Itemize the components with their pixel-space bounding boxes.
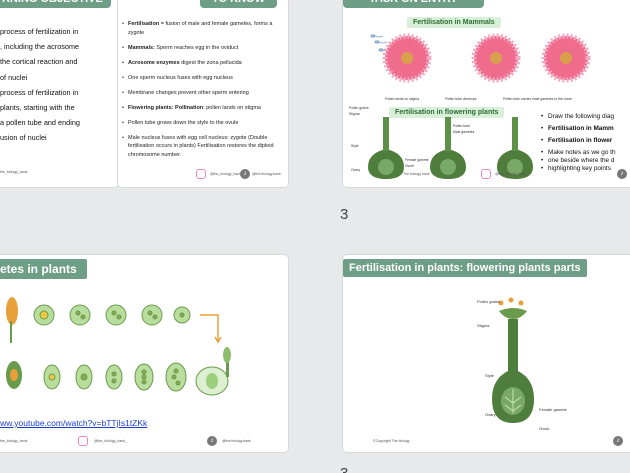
objective-line: of nuclei [0, 72, 28, 82]
footer-handle: @the.biology.bank [222, 439, 251, 443]
slide-footer: ©Copyright The biology ♪ [343, 436, 630, 448]
diagram-label: Ovule [539, 426, 550, 431]
objective-line: a pollen tube and ending [0, 118, 80, 128]
stigma [499, 308, 527, 319]
mature-ovule-icon [195, 366, 229, 396]
footer-handle: the_biology_bank [0, 170, 28, 174]
slide-task-on-entry[interactable]: TASK ON ENTRY Fertilisation in Mammals P… [343, 0, 630, 187]
slide-footer: the_biology_bank [0, 167, 118, 179]
footer-handle: @the_biology_bank_ [94, 439, 127, 443]
tiktok-icon: ♪ [240, 169, 250, 179]
objective-line: , including the acrosome [0, 42, 80, 52]
sperm-cluster-icon [370, 34, 392, 52]
ovule-veins [504, 389, 522, 413]
knowledge-list: Fertilisation = fusion of male and femal… [122, 20, 282, 166]
diagram-label: Ovary [485, 412, 496, 417]
diagram-caption: Pollen tube develops [445, 97, 477, 101]
slide-title: Fertilisation in plants: flowering plant… [343, 259, 587, 277]
diagram-label: Ovule [405, 164, 414, 168]
slide-title: etes in plants [0, 259, 87, 279]
instagram-icon [196, 169, 206, 179]
slide-footer: the_biology_bank @the_biology_bank_ ♪ @t… [0, 436, 288, 448]
egg-cell [471, 33, 521, 83]
diagram-caption: Pollen lands on stigma [385, 97, 420, 101]
anther-icon [6, 297, 18, 343]
diagram-label: Stigma [477, 323, 490, 328]
tiktok-icon: ♪ [613, 436, 623, 446]
knowledge-item: One sperm nucleus fuses with egg nucleus [122, 74, 282, 83]
slide-number: 3 [340, 465, 348, 473]
diagram-label: Style [351, 144, 359, 148]
embryo-sac-development-row [43, 362, 187, 392]
footer-handle: @the.biology.bank [252, 172, 281, 176]
pistil-icon [368, 117, 404, 179]
slide-to-know[interactable]: TO KNOW Fertilisation = fusion of male a… [118, 0, 288, 187]
knowledge-item: Fertilisation = fusion of male and femal… [122, 20, 282, 37]
fertilisation-mammals-diagram [370, 33, 591, 83]
task-item: Fertilisation in Mamm [541, 125, 616, 133]
slide-footer: @the_biology_bank_ ♪ @the.biology.bank [118, 169, 288, 181]
arrow-right-icon [200, 314, 222, 344]
objective-line: plants, starting with the [0, 103, 75, 113]
task-item: Fertilisation in flower [541, 137, 616, 145]
task-item: Make notes as we go th [541, 149, 616, 157]
knowledge-item: Acrosome enzymes digest the zona pelluci… [122, 59, 282, 68]
footer-handle: ©Copyright The biology [373, 439, 410, 443]
diagram-label: Style [485, 373, 494, 378]
instagram-icon [78, 436, 88, 446]
slide-footer: The biology bank @the_biology_bank_ ♪ [343, 169, 630, 181]
footer-handle: @the_biology_bank_ [495, 172, 528, 176]
diagram-label: Male gametes [453, 130, 475, 134]
instagram-icon [481, 169, 491, 179]
knowledge-item: Flowering plants: Pollination: pollen la… [122, 104, 282, 113]
knowledge-item: Male nucleus fuses with egg cell nucleus… [122, 134, 282, 160]
task-item-continued: highlighting key points [541, 165, 616, 173]
diagram-label: Pollen grains [349, 106, 369, 110]
objective-line: process of fertilization in [0, 87, 79, 97]
pollen-tube-icon [223, 347, 231, 377]
diagram-label: Pollen tube [453, 124, 470, 128]
slide-learning-objective[interactable]: RNING OBJECTIVE process of fertilization… [0, 0, 118, 187]
slide-title: TO KNOW [200, 0, 277, 8]
task-instructions: Draw the following diag Fertilisation in… [541, 113, 616, 177]
footer-handle: @the_biology_bank_ [210, 172, 243, 176]
diagram-label: Female gamete [539, 407, 567, 412]
knowledge-item: Mammals: Sperm reaches egg in the oviduc… [122, 44, 282, 53]
task-item: Draw the following diag [541, 113, 616, 121]
objective-text: process of fertilization in , including … [0, 24, 80, 146]
diagram-label: Female gamete [405, 158, 429, 162]
slide-title: RNING OBJECTIVE [0, 0, 111, 8]
mammals-banner: Fertilisation in Mammals [407, 17, 501, 28]
tiktok-icon: ♪ [207, 436, 217, 446]
pollen-development-row [33, 304, 191, 326]
gamete-development-diagram [6, 297, 231, 396]
knowledge-item: Membrane changes prevent other sperm ent… [122, 89, 282, 98]
knowledge-item: Pollen tube grows down the style to the … [122, 119, 282, 128]
slide-gametes-in-plants[interactable]: etes in plants [0, 255, 288, 452]
footer-handle: the_biology_bank [0, 439, 28, 443]
objective-line: usion of nuclei [0, 133, 47, 143]
plants-banner: Fertilisation in flowering plants [389, 107, 505, 118]
slide-title: TASK ON ENTRY [343, 0, 484, 8]
task-item-continued: one beside where the d [541, 157, 616, 165]
egg-cell [382, 33, 432, 83]
pistil-icon [430, 117, 466, 179]
diagram-label: Ovary [351, 168, 361, 172]
egg-cell [541, 33, 591, 83]
diagram-label: Stigma [349, 112, 360, 116]
tiktok-icon: ♪ [617, 169, 627, 179]
pistil-diagram [492, 297, 534, 423]
slide-number: 3 [340, 206, 349, 223]
objective-line: the cortical reaction and [0, 57, 78, 67]
pistil-icon [497, 117, 533, 179]
ovule-icon [6, 361, 22, 389]
fertilisation-plants-diagram [368, 117, 533, 179]
video-link[interactable]: www.youtube.com/watch?v=bTTjIs1tZKk [0, 418, 148, 428]
diagram-label: Pollen grains [477, 299, 501, 304]
diagram-caption: Pollen tube carries male gametes to the … [503, 97, 572, 101]
objective-line: process of fertilization in [0, 27, 79, 36]
slide-flowering-plants-parts[interactable]: Fertilisation in plants: flowering plant… [343, 255, 630, 452]
footer-handle: The biology bank [403, 172, 430, 176]
pollen-grains-icon [498, 297, 524, 306]
